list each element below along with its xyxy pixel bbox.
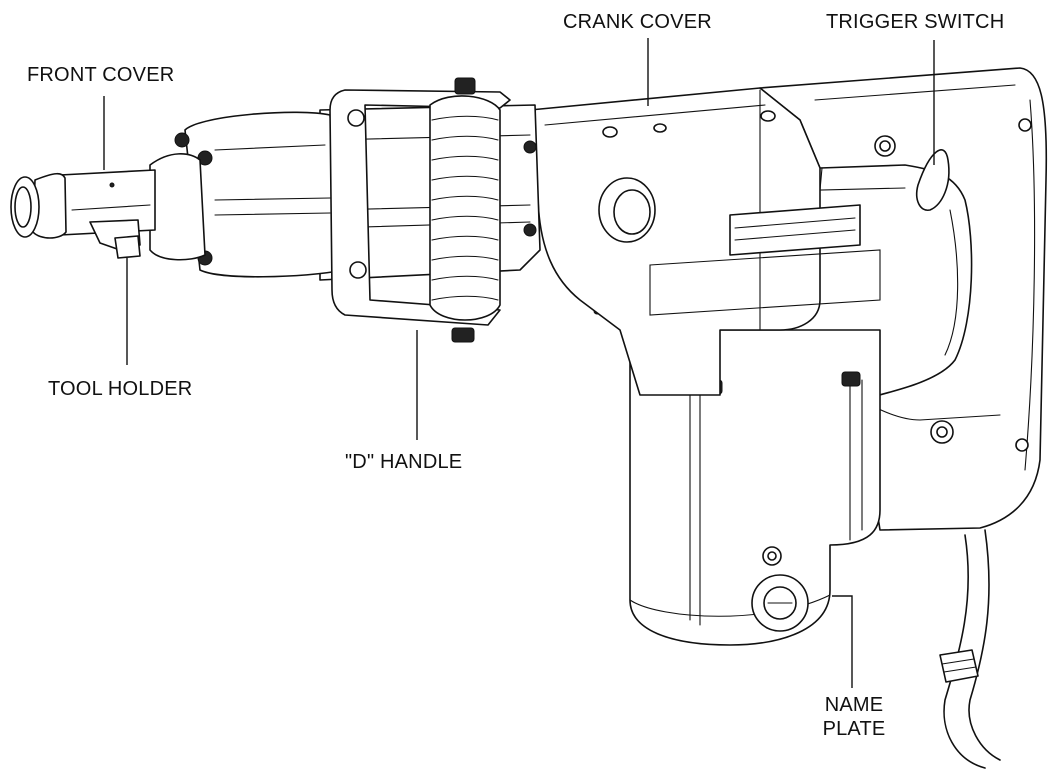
label-name-plate-line2: PLATE — [822, 718, 886, 740]
tool-holder — [89, 219, 141, 259]
label-crank-cover: CRANK COVER — [563, 11, 712, 33]
trigger — [915, 149, 950, 211]
d-handle-grip — [429, 95, 501, 321]
label-trigger-switch: TRIGGER SWITCH — [826, 11, 1005, 33]
leader-name-plate — [832, 595, 853, 688]
motor-housing — [593, 301, 881, 646]
label-name-plate: NAME PLATE — [818, 693, 890, 741]
power-cord — [939, 529, 1001, 769]
rear-handle — [759, 67, 1048, 531]
front-cover — [10, 153, 206, 261]
label-tool-holder: TOOL HOLDER — [48, 378, 193, 400]
label-front-cover: FRONT COVER — [27, 64, 175, 86]
d-handle-frame — [329, 77, 537, 343]
label-d-handle: "D" HANDLE — [345, 451, 463, 473]
label-name-plate-line1: NAME — [824, 694, 884, 716]
crank-housing — [529, 87, 881, 396]
